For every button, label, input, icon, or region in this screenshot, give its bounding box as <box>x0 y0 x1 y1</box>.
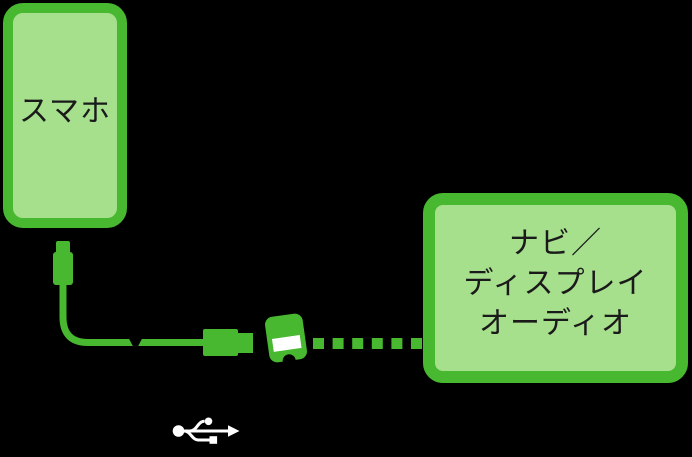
cable-path <box>59 284 204 346</box>
head-unit-label-line-3: オーディオ <box>479 307 632 340</box>
head-unit-label: ナビ／ ディスプレイ オーディオ <box>464 224 648 344</box>
phone-connector-icon <box>53 241 73 285</box>
usb-port-icon <box>265 313 307 368</box>
cable-cut-notch <box>127 335 144 351</box>
usb-a-connector-icon <box>203 329 253 356</box>
head-unit-box: ナビ／ ディスプレイ オーディオ <box>423 193 688 383</box>
smartphone-label: スマホ <box>18 95 112 128</box>
smartphone-box: スマホ <box>3 3 127 228</box>
head-unit-label-line-2: ディスプレイ <box>463 267 648 300</box>
head-unit-label-line-1: ナビ／ <box>509 227 602 260</box>
usb-trident-icon <box>172 417 240 444</box>
